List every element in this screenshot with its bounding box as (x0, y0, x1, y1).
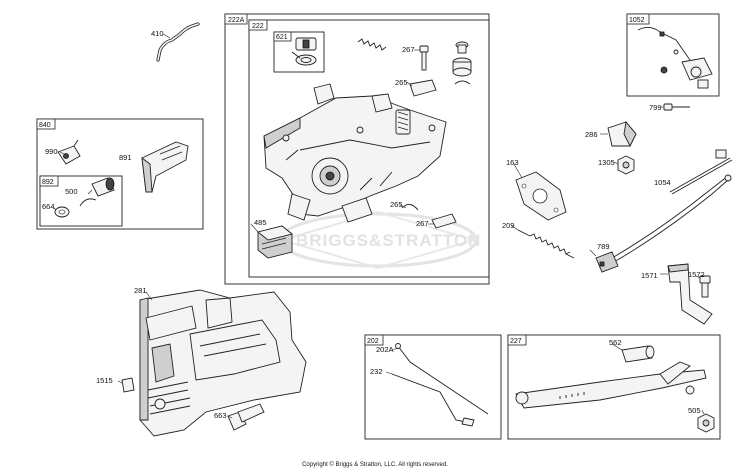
part-799-screw (661, 103, 690, 111)
box-label-840: 840 (39, 122, 51, 129)
box-202: 202 (364, 334, 502, 440)
box-label-202: 202 (367, 338, 379, 345)
label-410: 410 (151, 29, 164, 38)
box-label-892: 892 (42, 179, 54, 186)
part-265-clip (406, 79, 437, 97)
box-222: 222 (248, 19, 490, 278)
box-892: 892 (39, 175, 123, 227)
box-label-222: 222 (252, 23, 264, 30)
label-789: 789 (597, 242, 610, 251)
part-1052-ignition-switch (637, 27, 713, 89)
part-232-link (385, 371, 475, 427)
label-232: 232 (370, 367, 383, 376)
box-label-227: 227 (510, 338, 522, 345)
label-265-lower: 265 (390, 200, 403, 209)
label-267-top: 267 (402, 45, 415, 54)
part-663-bolt (227, 403, 265, 431)
part-209-spring (511, 225, 575, 259)
label-664: 664 (42, 202, 55, 211)
part-1571-bracket (660, 263, 713, 325)
box-label-621: 621 (276, 34, 288, 41)
label-1572: 1572 (688, 270, 705, 279)
label-990: 990 (45, 147, 58, 156)
label-1305: 1305 (598, 158, 615, 167)
copyright-notice: Copyright © Briggs & Stratton, LLC. All … (302, 462, 448, 468)
part-1572-screw (695, 275, 711, 298)
part-485-stop-switch (250, 223, 293, 259)
part-bushing (452, 41, 472, 85)
label-265-top: 265 (395, 78, 408, 87)
part-1054-tie-strap (669, 149, 733, 195)
part-990-lever (57, 139, 81, 165)
label-663: 663 (214, 411, 227, 420)
part-621-clip (291, 37, 317, 66)
part-control-bracket-assembly (263, 83, 447, 223)
part-789-wire-harness (589, 174, 732, 273)
label-1571: 1571 (641, 271, 658, 280)
label-163: 163 (506, 158, 519, 167)
label-202A: 202A (376, 345, 394, 354)
part-1515-plug (117, 377, 135, 393)
part-664-washer (53, 206, 70, 218)
box-label-1052: 1052 (629, 17, 645, 24)
part-spring-small (357, 38, 387, 51)
watermark-text: BRIGGS&STRATTON (296, 231, 481, 250)
label-891: 891 (119, 153, 132, 162)
box-227: 227 (507, 334, 721, 440)
part-202A-rod (391, 343, 489, 415)
label-799: 799 (649, 103, 662, 112)
part-410-link-rod (156, 22, 200, 62)
label-505: 505 (688, 406, 701, 415)
part-505-nut (685, 385, 715, 433)
part-227-governor-lever (515, 361, 707, 409)
part-562-pin (611, 343, 655, 363)
part-1305-nut (613, 155, 635, 175)
box-621: 621 (273, 31, 325, 73)
part-265-lower (399, 204, 419, 211)
box-1052: 1052 (626, 13, 720, 97)
part-281-blower-housing (139, 289, 307, 437)
label-1054: 1054 (654, 178, 671, 187)
box-840: 840 (36, 118, 204, 230)
part-286-bracket (600, 120, 637, 148)
label-562: 562 (609, 338, 622, 347)
label-485: 485 (254, 218, 267, 227)
label-500: 500 (65, 187, 78, 196)
label-281: 281 (134, 286, 147, 295)
part-163-gasket (513, 163, 567, 221)
label-209: 209 (502, 221, 515, 230)
label-267-lower: 267 (416, 219, 429, 228)
part-891-throttle-handle (141, 141, 189, 193)
part-500-knob (79, 177, 115, 207)
label-286: 286 (585, 130, 598, 139)
part-267-screw (414, 45, 429, 71)
label-1515: 1515 (96, 376, 113, 385)
box-label-222A: 222A (228, 17, 245, 24)
part-267-lower-screw (428, 213, 457, 229)
